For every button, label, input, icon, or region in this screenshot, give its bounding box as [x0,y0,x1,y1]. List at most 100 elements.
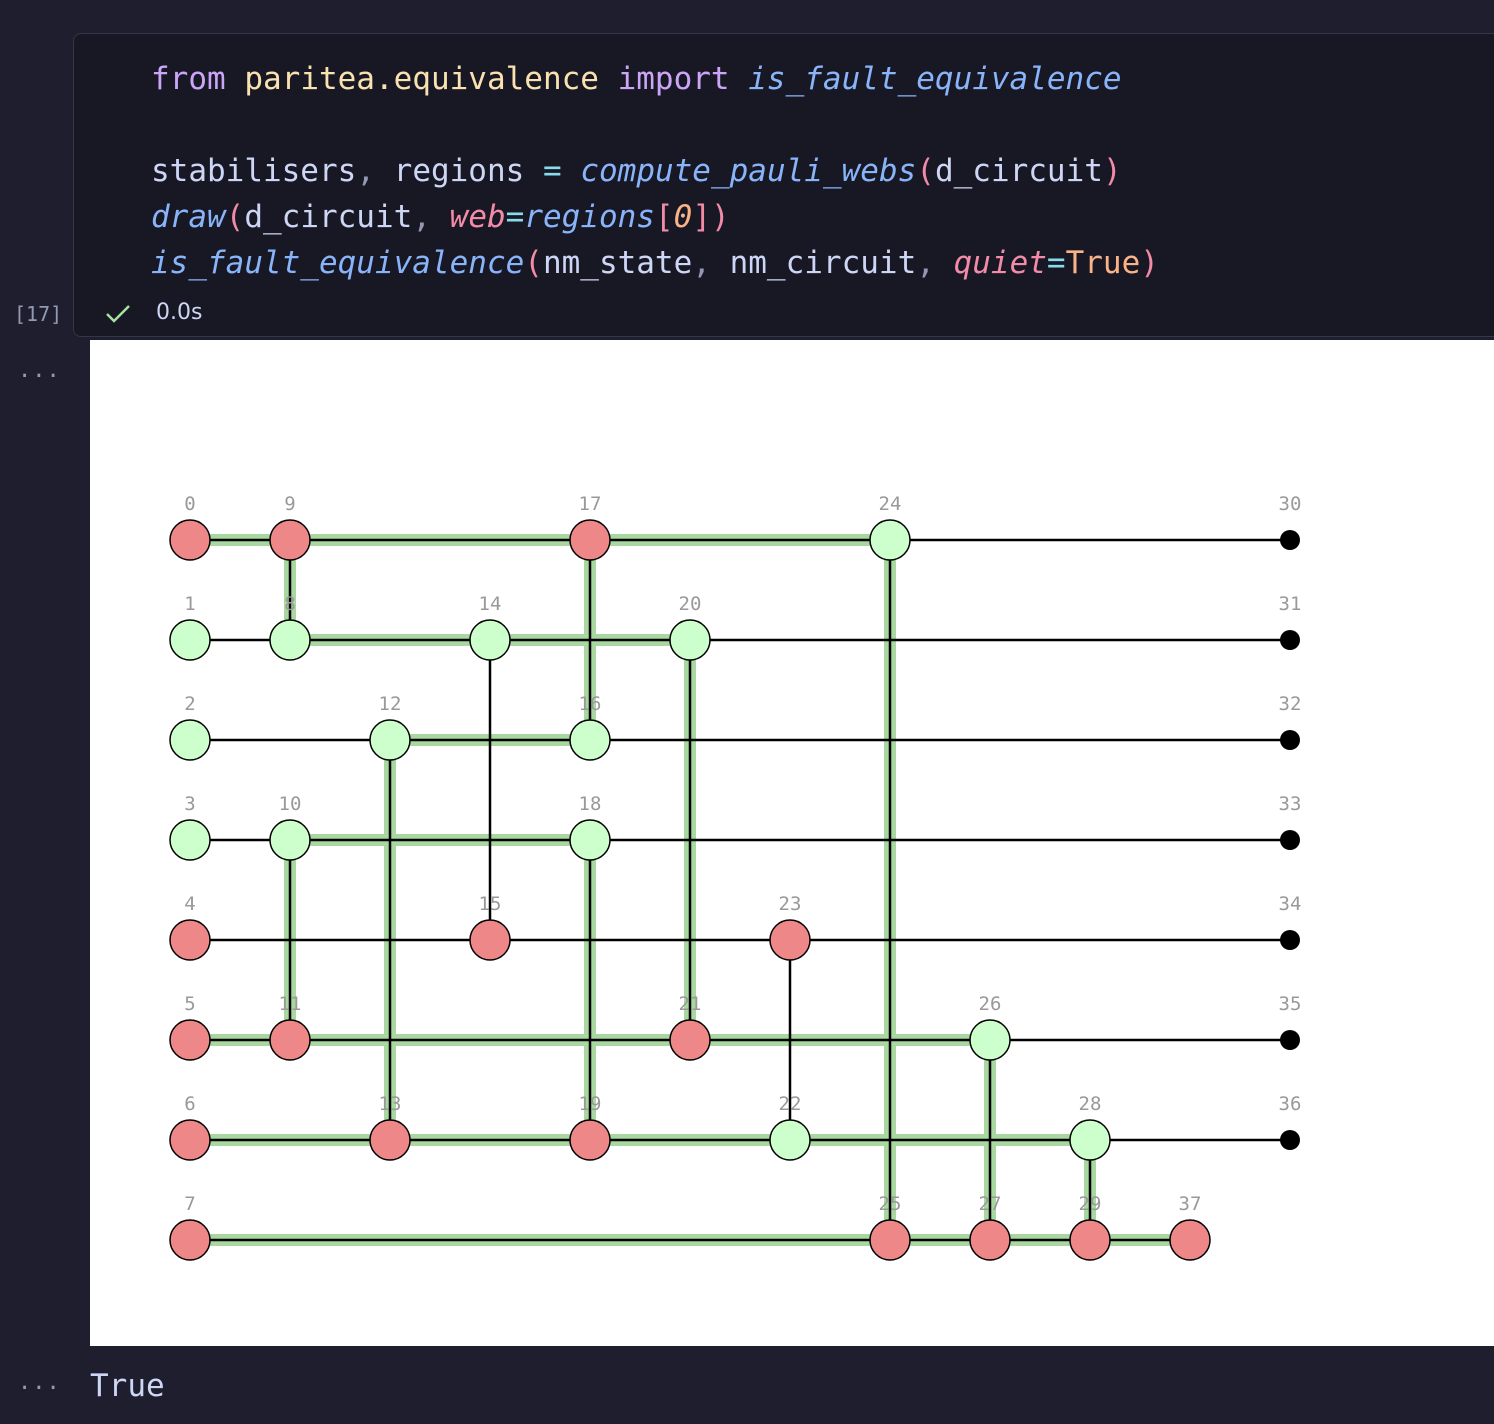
arg-d-circuit: d_circuit [934,153,1103,189]
comma: , [412,199,431,235]
code-cell[interactable]: from paritea.equivalence import is_fault… [73,33,1494,337]
node-label-18: 18 [579,793,602,815]
node-label-15: 15 [479,893,502,915]
z-spider-3 [169,819,211,861]
result-output: True [90,1368,165,1404]
node-label-21: 21 [679,993,702,1015]
x-spider-17 [569,519,611,561]
x-spider-19 [569,1119,611,1161]
x-spider-37 [1169,1219,1211,1261]
node-label-7: 7 [184,1193,195,1215]
x-spider-6 [169,1119,211,1161]
x-spider-15 [469,919,511,961]
z-spider-1 [169,619,211,661]
node-label-31: 31 [1279,593,1302,615]
node-label-1: 1 [184,593,195,615]
node-label-17: 17 [579,493,602,515]
z-spider-14 [469,619,511,661]
paren-close: ) [1140,245,1159,281]
imported-function: is_fault_equivalence [748,61,1122,97]
x-spider-27 [969,1219,1011,1261]
node-label-8: 8 [284,593,295,615]
paren-open: ( [225,199,245,235]
node-label-20: 20 [679,593,702,615]
z-spider-10 [269,819,311,861]
param-quiet: quiet [953,245,1047,281]
boundary-node-33 [1280,830,1300,850]
x-spider-7 [169,1219,211,1261]
paren-close: ) [711,199,730,235]
code-line-3: stabilisers, regions = compute_pauli_web… [151,148,1122,194]
node-label-3: 3 [184,793,195,815]
keyword-from: from [151,61,226,97]
x-spider-5 [169,1019,211,1061]
comma: , [356,153,375,189]
z-spider-22 [769,1119,811,1161]
node-label-26: 26 [979,993,1002,1015]
output-menu-icon[interactable]: ... [18,358,61,383]
execution-count: [17] [14,302,63,326]
node-label-19: 19 [579,1093,602,1115]
node-label-6: 6 [184,1093,195,1115]
zx-diagram: 0123456798101112131415171618192021232224… [169,493,1302,1261]
code-line-5: is_fault_equivalence(nm_state, nm_circui… [151,240,1159,286]
node-label-5: 5 [184,993,195,1015]
arg-nm-state: nm_state [542,245,693,281]
module-name: paritea.equivalence [244,61,599,97]
x-spider-13 [369,1119,411,1161]
node-label-32: 32 [1279,693,1302,715]
arg-nm-circuit: nm_circuit [729,245,917,281]
node-label-28: 28 [1079,1093,1102,1115]
boundary-node-32 [1280,730,1300,750]
output-menu-icon-2[interactable]: ... [18,1370,61,1395]
node-label-2: 2 [184,693,195,715]
bracket-open: [ [654,199,674,235]
boundary-node-30 [1280,530,1300,550]
node-label-0: 0 [184,493,195,515]
x-spider-9 [269,519,311,561]
func-draw: draw [151,199,226,235]
z-spider-8 [269,619,311,661]
x-spider-4 [169,919,211,961]
z-spider-20 [669,619,711,661]
node-label-16: 16 [579,693,602,715]
node-label-23: 23 [779,893,802,915]
boundary-node-34 [1280,930,1300,950]
node-label-9: 9 [284,493,295,515]
node-label-35: 35 [1279,993,1302,1015]
z-spider-28 [1069,1119,1111,1161]
paren-open: ( [524,245,543,281]
x-spider-29 [1069,1219,1111,1261]
paren-open: ( [916,153,935,189]
node-label-27: 27 [979,1193,1002,1215]
node-label-4: 4 [184,893,195,915]
assign-op: = [1046,245,1066,281]
z-spider-26 [969,1019,1011,1061]
boundary-node-36 [1280,1130,1300,1150]
node-label-11: 11 [279,993,302,1015]
execution-duration: 0.0s [156,300,203,325]
node-label-37: 37 [1179,1193,1202,1215]
param-web: web [449,199,506,235]
var-stabilisers: stabilisers [151,153,357,189]
node-label-22: 22 [779,1093,802,1115]
x-spider-25 [869,1219,911,1261]
val-true: True [1065,245,1141,281]
x-spider-11 [269,1019,311,1061]
bracket-close: ] [692,199,711,235]
node-label-13: 13 [379,1093,402,1115]
node-label-25: 25 [879,1193,902,1215]
node-label-30: 30 [1279,493,1302,515]
comma: , [916,245,935,281]
node-label-14: 14 [479,593,502,615]
paren-close: ) [1102,153,1122,189]
func-is-fault-equivalence: is_fault_equivalence [151,245,525,281]
boundary-node-35 [1280,1030,1300,1050]
node-label-33: 33 [1279,793,1302,815]
assign-op: = [542,153,562,189]
var-regions: regions [393,153,525,189]
index-zero: 0 [673,199,693,235]
node-label-10: 10 [279,793,302,815]
z-spider-24 [869,519,911,561]
